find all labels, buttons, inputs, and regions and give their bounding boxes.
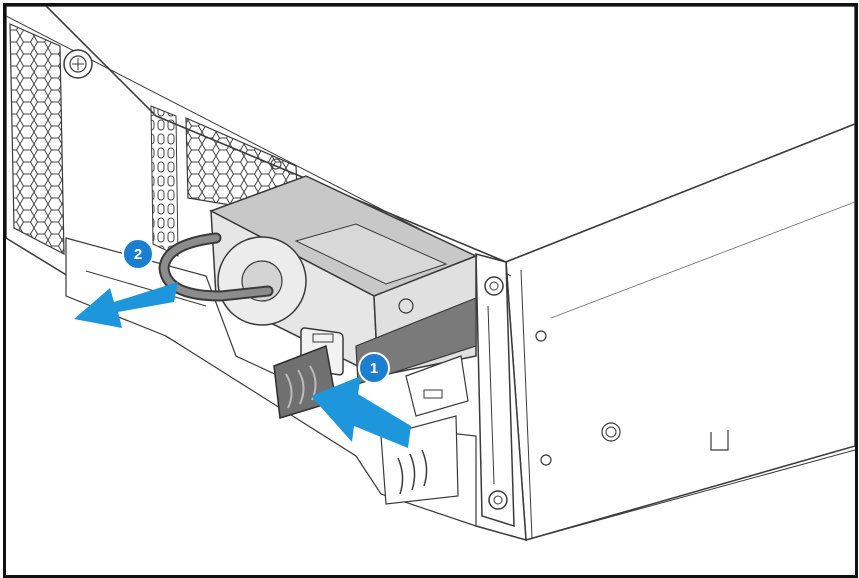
step-2-label: 2 [134, 246, 142, 263]
side-screw-middle [601, 422, 621, 442]
rail-screw-bottom [488, 490, 508, 510]
rail-screw-top [484, 276, 504, 296]
thumbscrew [63, 49, 93, 79]
side-screw-top [535, 330, 547, 342]
psu-top-panel [294, 223, 448, 285]
arrow-step-2 [74, 282, 178, 328]
side-screw-bottom [540, 454, 552, 466]
vent-grille-left [9, 23, 65, 255]
psu-bay [65, 237, 477, 527]
power-supply-unit [209, 175, 478, 378]
vent-slots [150, 105, 179, 257]
step-1-label: 1 [370, 360, 378, 377]
figure-frame: 2 1 [3, 3, 858, 578]
step-2-callout: 2 [122, 238, 154, 270]
step-1-callout: 1 [358, 352, 390, 384]
mounting-rail [475, 253, 515, 528]
psu-removal-illustration: 2 1 [6, 6, 855, 542]
arrow-step-1 [311, 376, 411, 448]
psu-handle [158, 232, 274, 302]
